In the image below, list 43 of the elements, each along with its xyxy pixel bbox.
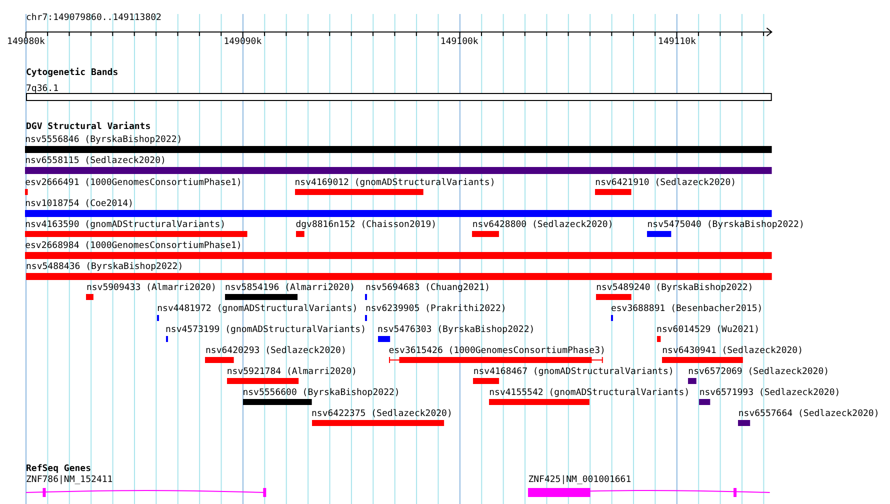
band-label: 7q36.1 — [26, 84, 59, 94]
variant-label: nsv6428800 (Sedlazeck2020) — [472, 220, 614, 230]
variant-label: nsv6571993 (Sedlazeck2020) — [699, 388, 840, 398]
variant-label: nsv6430941 (Sedlazeck2020) — [662, 346, 803, 356]
axis-tick-label: 149110k — [658, 37, 696, 47]
variant-label: nsv4168467 (gnomADStructuralVariants) — [473, 367, 674, 377]
variant-label: nsv4573199 (gnomADStructuralVariants) — [166, 325, 366, 335]
variant-label: nsv6014529 (Wu2021) — [656, 325, 760, 335]
axis-tick-label: 149080k — [7, 37, 45, 47]
variant-label: nsv5909433 (Almarri2020) — [86, 283, 216, 293]
variant-label: nsv4169012 (gnomADStructuralVariants) — [294, 178, 496, 188]
variant-label: nsv6558115 (Sedlazeck2020) — [25, 156, 166, 166]
variant-label: nsv6420293 (Sedlazeck2020) — [205, 346, 346, 356]
variant-label: nsv4155542 (gnomADStructuralVariants) — [489, 388, 690, 398]
variant-label: nsv5475040 (ByrskaBishop2022) — [647, 220, 804, 230]
region-title: chr7:149079860..149113802 — [26, 13, 162, 23]
variant-label: esv3688891 (Besenbacher2015) — [610, 304, 763, 314]
variant-label: nsv6421910 (Sedlazeck2020) — [595, 178, 736, 188]
variant-label: nsv5921784 (Almarri2020) — [226, 367, 357, 377]
variant-label: nsv5476303 (ByrskaBishop2022) — [378, 325, 535, 335]
axis-tick-label: 149090k — [224, 37, 262, 47]
variant-label: nsv6239905 (Prakrithi2022) — [365, 304, 506, 314]
variant-label: nsv5694683 (Chuang2021) — [365, 283, 490, 293]
variant-label: nsv6422375 (Sedlazeck2020) — [312, 409, 452, 419]
axis-tick-label: 149100k — [440, 37, 478, 47]
track-heading: DGV Structural Variants — [26, 122, 151, 132]
track-heading: Cytogenetic Bands — [26, 68, 118, 78]
variant-label: nsv5488436 (ByrskaBishop2022) — [26, 262, 184, 272]
variant-label: esv2668984 (1000GenomesConsortiumPhase1) — [25, 241, 242, 251]
variant-label: esv3615426 (1000GenomesConsortiumPhase3) — [388, 346, 606, 356]
variant-label: nsv5556600 (ByrskaBishop2022) — [242, 388, 400, 398]
variant-label: nsv5489240 (ByrskaBishop2022) — [596, 283, 754, 293]
variant-label: nsv5854196 (Almarri2020) — [225, 283, 356, 293]
variant-label: nsv4163590 (gnomADStructuralVariants) — [25, 220, 226, 230]
variant-label: nsv6572069 (Sedlazeck2020) — [688, 367, 830, 377]
gene-label: ZNF425|NM_001001661 — [528, 475, 632, 485]
gene-label: ZNF786|NM_152411 — [26, 475, 113, 485]
variant-label: dgv8816n152 (Chaisson2019) — [296, 220, 437, 230]
variant-label: esv2666491 (1000GenomesConsortiumPhase1) — [25, 178, 242, 188]
variant-label: nsv6557664 (Sedlazeck2020) — [738, 409, 880, 419]
variant-label: nsv5556846 (ByrskaBishop2022) — [25, 135, 182, 145]
variant-label: nsv4481972 (gnomADStructuralVariants) — [157, 304, 358, 314]
variant-label: nsv1018754 (Coe2014) — [25, 199, 134, 209]
